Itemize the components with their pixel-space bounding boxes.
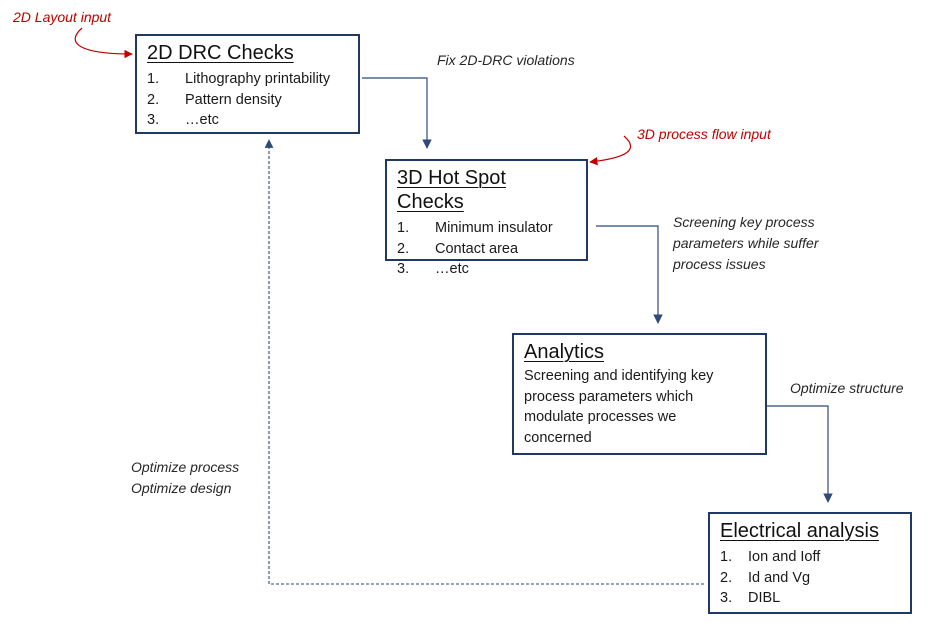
drc-checks-title: 2D DRC Checks [147, 42, 294, 64]
list-item: 3.…etc [397, 261, 469, 277]
screening-note: Screening key process parameters while s… [673, 214, 819, 272]
list-item: 3.DIBL [720, 590, 781, 606]
list-item: 2.Id and Vg [720, 569, 811, 586]
arrow-drc-to-hotspot [362, 77, 432, 149]
hotspot-checks-list: 1.Minimum insulator 2.Contact area 3.…et… [397, 218, 576, 280]
optimize-process-note: Optimize process Optimize design [131, 459, 240, 496]
fix-drc-note: Fix 2D-DRC violations [437, 52, 575, 68]
arrow-process-flow-input [589, 135, 631, 166]
arrow-analytics-to-electrical [767, 405, 833, 503]
layout-input-note: 2D Layout input [13, 9, 112, 25]
hotspot-checks-box: 3D Hot Spot Checks 1.Minimum insulator 2… [385, 159, 588, 277]
list-item: 2.Pattern density [147, 91, 282, 108]
analytics-description: Screening and identifying key process pa… [524, 368, 714, 446]
arrow-layout-input [74, 27, 133, 59]
list-item: 1.Minimum insulator [397, 220, 553, 236]
electrical-analysis-list: 1.Ion and Ioff 2.Id and Vg 3.DIBL [720, 547, 900, 609]
analytics-title: Analytics [524, 341, 605, 363]
drc-checks-list: 1.Lithography printability 2.Pattern den… [147, 69, 348, 131]
electrical-analysis-box: Electrical analysis 1.Ion and Ioff 2.Id … [708, 512, 912, 614]
process-flow-input-note: 3D process flow input [637, 126, 771, 142]
list-item: 1.Ion and Ioff [720, 549, 821, 565]
list-item: 1.Lithography printability [147, 71, 331, 87]
drc-checks-box: 2D DRC Checks 1.Lithography printability… [135, 34, 360, 134]
analytics-box: Analytics Screening and identifying key … [512, 333, 767, 455]
electrical-analysis-title: Electrical analysis [720, 520, 879, 542]
list-item: 2.Contact area [397, 240, 519, 257]
optimize-structure-note: Optimize structure [790, 380, 904, 396]
list-item: 3.…etc [147, 112, 219, 128]
arrow-hotspot-to-analytics [596, 225, 663, 324]
arrow-feedback-to-drc [264, 139, 704, 585]
hotspot-checks-title: 3D Hot Spot Checks [397, 167, 506, 213]
